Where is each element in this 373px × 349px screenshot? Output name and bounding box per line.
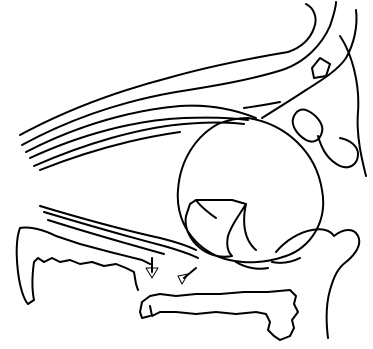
- contour-line: [44, 212, 198, 258]
- contour-line: [244, 102, 280, 108]
- lower-left-bone: [17, 227, 150, 304]
- lower-right-bone: [140, 290, 298, 340]
- inner-cut-shape: [186, 200, 256, 257]
- small-hole: [312, 58, 330, 78]
- round-body: [178, 118, 323, 262]
- arrow-left: [146, 258, 158, 278]
- arrow-right: [178, 268, 196, 284]
- ink-group: [17, 2, 366, 340]
- contour-line: [30, 118, 248, 158]
- contour-line: [20, 4, 316, 135]
- upper-bone-layers: [20, 2, 366, 176]
- contour-line: [40, 206, 196, 250]
- contour-line: [340, 36, 366, 176]
- arrow-shaft: [184, 268, 196, 278]
- lower-contours: [40, 206, 198, 258]
